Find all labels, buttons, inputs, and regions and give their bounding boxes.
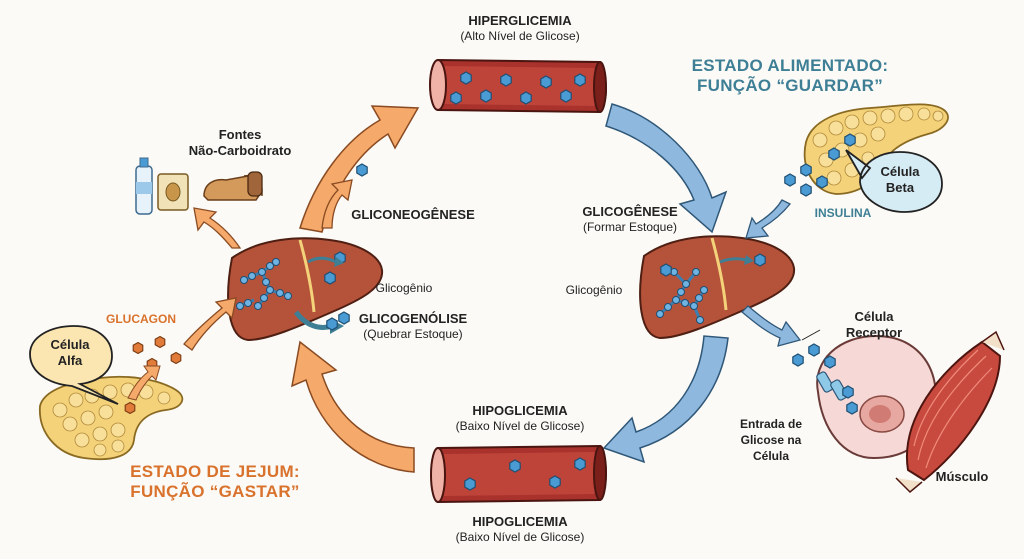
arrow-gluconeogenesis <box>321 179 353 229</box>
hypoglycemia-mid-title: HIPOGLICEMIA <box>472 403 568 418</box>
liver-left <box>227 237 384 342</box>
arrow-glucagon-release <box>127 365 161 401</box>
arrow-insulin-to-liver <box>745 199 792 239</box>
glycogen-left-label: Glicogênio <box>375 281 433 295</box>
fasting-state-line1: ESTADO DE JEJUM: <box>130 462 300 481</box>
alpha-cell-line1: Célula <box>50 337 90 352</box>
sources-line1: Fontes <box>218 127 262 142</box>
blood-vessel-top <box>429 58 607 114</box>
entry-line3: Célula <box>752 449 789 463</box>
insulin-label: INSULINA <box>814 206 872 220</box>
hyperglycemia-title: HIPERGLICEMIA <box>468 13 572 28</box>
entry-line1: Entrada de <box>739 417 802 431</box>
liver-right <box>639 235 796 340</box>
hyperglycemia-subtitle: (Alto Nível de Glicose) <box>460 29 580 43</box>
glycogenesis-label: GLICOGÊNESE <box>582 204 678 219</box>
muscle <box>895 330 1005 494</box>
hypoglycemia-mid-subtitle: (Baixo Nível de Glicose) <box>455 419 585 433</box>
beta-cell-line1: Célula <box>880 164 920 179</box>
alpha-cell-bubble <box>29 325 119 405</box>
arrow-liver-to-cell <box>741 305 802 347</box>
alpha-cell-line2: Alfa <box>57 353 83 368</box>
glycogenolysis-sub: (Quebrar Estoque) <box>363 327 463 341</box>
target-cell <box>816 334 938 460</box>
pancreas-right <box>803 103 949 195</box>
receptor-line1: Célula <box>854 309 894 324</box>
arrow-left-lower <box>291 340 415 473</box>
arrow-right-down <box>605 103 728 234</box>
glucagon-label: GLUCAGON <box>106 312 176 326</box>
sources-line2: Não-Carboidrato <box>188 143 292 158</box>
fed-state-line2: FUNÇÃO “GUARDAR” <box>696 76 884 95</box>
glycogen-right-label: Glicogênio <box>565 283 623 297</box>
pancreas-left <box>39 375 184 461</box>
blood-vessel-bottom <box>430 444 607 504</box>
arrow-glucagon-to-liver <box>183 297 237 351</box>
glycogenesis-sub: (Formar Estoque) <box>582 220 678 234</box>
beta-cell-bubble <box>845 149 943 213</box>
arrow-to-sources <box>193 207 242 249</box>
non-carb-sources-icons <box>135 157 263 215</box>
hypoglycemia-bottom-subtitle: (Baixo Nível de Glicose) <box>455 530 585 544</box>
muscle-label: Músculo <box>935 469 989 484</box>
beta-cell-line2: Beta <box>885 180 915 195</box>
arrow-right-lower <box>602 335 729 464</box>
gluconeogenesis-label: GLICONEOGÊNESE <box>351 207 475 222</box>
fed-state-line1: ESTADO ALIMENTADO: <box>691 56 889 75</box>
fasting-state-line2: FUNÇÃO “GASTAR” <box>130 482 300 501</box>
receptor-line2: Receptor <box>845 325 903 340</box>
hypoglycemia-bottom-title: HIPOGLICEMIA <box>472 514 568 529</box>
glycogenolysis-label: GLICOGENÓLISE <box>358 311 468 326</box>
entry-line2: Glicose na <box>740 433 802 447</box>
